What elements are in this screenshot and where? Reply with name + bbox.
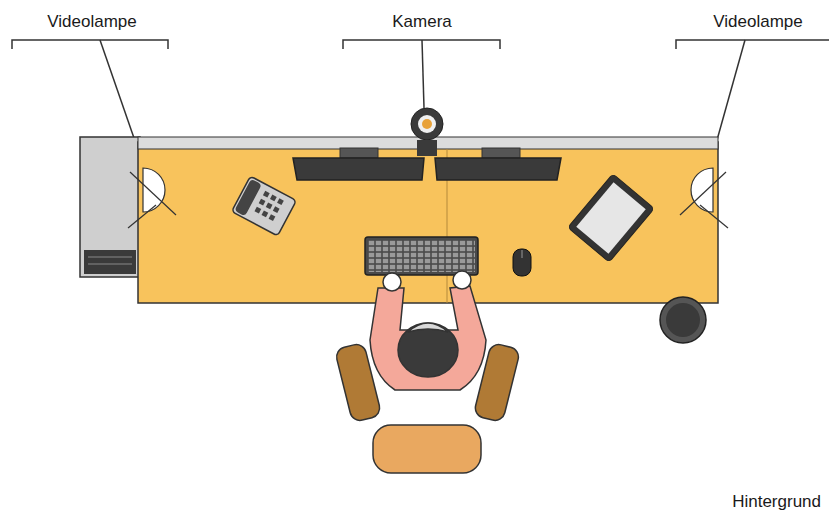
telephone (232, 176, 297, 236)
mouse (513, 249, 531, 276)
waste-bin (660, 297, 706, 343)
background-label-box: Hintergrund (732, 492, 821, 512)
pc-tower (80, 137, 140, 277)
camera (411, 108, 443, 156)
keyboard (365, 237, 478, 275)
tablet (568, 174, 654, 262)
desk (138, 137, 718, 303)
background-label: Hintergrund (732, 492, 821, 511)
camera-label: Kamera (392, 12, 452, 31)
lamp-label-box: Videolampe (713, 12, 802, 32)
lamp-label: Videolampe (47, 12, 136, 31)
camera-label-box: Kamera (392, 12, 452, 32)
lamp-label-box: Videolampe (47, 12, 136, 32)
person (370, 271, 486, 390)
lamp-label: Videolampe (713, 12, 802, 31)
